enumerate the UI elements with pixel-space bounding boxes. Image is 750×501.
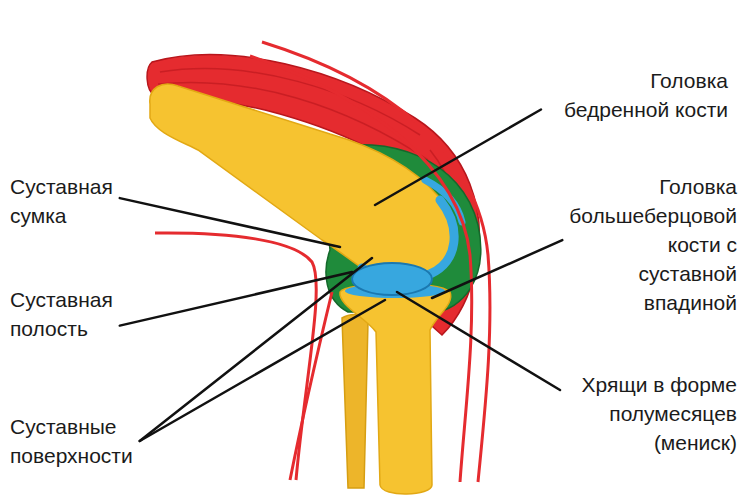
vessel <box>155 233 316 480</box>
part-label: Головка бедренной кости <box>548 66 728 124</box>
part-label: Хрящи в форме полумесяцев (мениск) <box>567 370 737 457</box>
tendon <box>262 42 490 482</box>
leader-line <box>397 292 560 390</box>
muscle <box>147 55 479 335</box>
part-label: Суставные поверхности <box>10 412 133 470</box>
fibula-bone <box>342 315 368 488</box>
leader-line <box>140 300 385 441</box>
part-label: Головка большеберцовой кости с суставной… <box>569 172 737 317</box>
leader-line <box>120 198 340 247</box>
leader-line <box>140 258 372 441</box>
part-label: Суставная полость <box>10 285 113 343</box>
femur-bone <box>150 84 454 280</box>
leader-line <box>120 272 352 326</box>
tendon <box>250 56 472 482</box>
vessel <box>290 292 332 480</box>
part-label: Суставная сумка <box>10 172 113 230</box>
leader-line <box>375 110 541 206</box>
leader-line <box>432 240 562 298</box>
meniscus <box>352 263 432 295</box>
